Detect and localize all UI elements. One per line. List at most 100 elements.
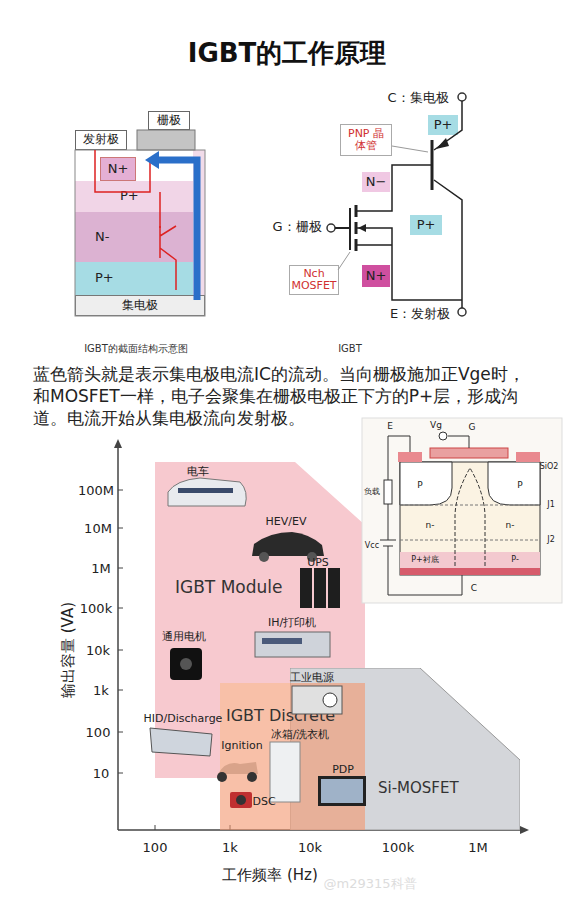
region-name: P+衬底 — [411, 556, 439, 564]
region-name: P — [517, 481, 522, 490]
junction-name: J2 — [547, 536, 554, 544]
terminal-name: G — [469, 423, 476, 432]
layer-tag: N− — [362, 172, 390, 192]
region-label: IGBT Module — [175, 578, 282, 597]
box-text: N− — [366, 175, 387, 189]
watermark: @m29315科普 — [323, 877, 416, 890]
layer-tag: P+ — [410, 215, 442, 235]
title: IGBT的工作原理 — [0, 36, 574, 71]
leader-line — [338, 252, 350, 270]
terminal-name: E：发射极 — [390, 307, 450, 320]
doped-region: P+ — [75, 181, 193, 212]
power-supply-icon — [292, 686, 342, 714]
ups-icon — [300, 568, 312, 608]
junction-line — [159, 192, 161, 228]
arrow-head — [358, 224, 366, 232]
arrow-head — [436, 138, 449, 149]
axis-tick: 10k — [86, 644, 110, 657]
figure-caption: IGBT — [338, 344, 362, 354]
axis-title: 输出容量 (VA) — [61, 602, 76, 698]
region-label: Si-MOSFET — [378, 780, 459, 797]
application-name: IH/打印机 — [268, 617, 316, 628]
gate-plate — [137, 130, 195, 150]
region-shape — [290, 668, 520, 830]
printer-icon — [255, 632, 330, 657]
axis-tick: 100 — [143, 841, 168, 854]
axis-title: 工作频率 (Hz) — [222, 868, 318, 883]
box-text: P+ — [434, 118, 453, 132]
battery-symbol — [380, 504, 462, 595]
terminal-box: 栅极 — [148, 111, 190, 130]
terminal-box: 发射极 — [75, 130, 127, 150]
wire — [448, 436, 469, 448]
motor-icon — [170, 648, 202, 680]
region-name: P- — [511, 556, 519, 564]
arrow-head — [145, 151, 159, 169]
box-text: 发射极 — [83, 133, 119, 146]
application-name: Ignition — [221, 740, 262, 751]
application-name: UPS — [307, 557, 329, 568]
callout-box: PNP 晶体管 — [340, 124, 392, 156]
terminal-name: C — [471, 584, 477, 593]
application-name: HID/Discharge — [144, 713, 223, 724]
axis-tick: 1M — [91, 562, 111, 575]
current-path — [470, 468, 485, 566]
callout-box: Nch MOSFET — [289, 265, 339, 295]
axis-tick: 1k — [222, 841, 238, 854]
y-ticks — [118, 490, 123, 773]
application-name: 工业电源 — [290, 672, 334, 683]
axis-tick: 100k — [80, 602, 112, 615]
gate-electrode — [430, 448, 508, 458]
box-text: Nch MOSFET — [291, 268, 336, 292]
p-well — [400, 462, 452, 505]
motor-icon — [180, 658, 192, 670]
camera-icon — [230, 792, 252, 808]
box-text: N+ — [366, 269, 387, 283]
axis-tick: 100k — [382, 841, 414, 854]
collector-metal — [400, 568, 540, 575]
application-name: PDP — [332, 764, 354, 775]
terminal — [458, 308, 466, 316]
box-text: P+ — [417, 218, 436, 232]
substrate-layer — [400, 552, 540, 568]
part-name: SiO2 — [540, 463, 559, 471]
printer-icon — [262, 638, 302, 644]
train-icon — [178, 488, 233, 493]
signal-name: Vg — [430, 421, 442, 430]
box-text: N+ — [108, 162, 129, 176]
application-name: HEV/EV — [266, 516, 307, 527]
application-name: 通用电机 — [162, 631, 206, 642]
layer-tag: N+ — [362, 265, 390, 287]
box-text: 集电极 — [122, 299, 158, 312]
doped-region: N+ — [100, 157, 136, 181]
part-name: Vcc — [365, 542, 379, 550]
terminal-name: E — [387, 422, 393, 431]
ups-icon — [328, 568, 340, 608]
emitter-metal — [398, 452, 422, 462]
terminal-name: C：集电极 — [387, 91, 448, 104]
region-name: n- — [426, 521, 435, 530]
region-shape — [220, 683, 365, 830]
box-text: 栅极 — [157, 114, 181, 127]
car-icon — [259, 552, 269, 562]
junction-name: J1 — [547, 501, 554, 509]
terminal — [458, 93, 466, 101]
power-supply-icon — [323, 693, 337, 707]
box-text: PNP 晶体管 — [343, 128, 389, 152]
application-name: 电车 — [187, 466, 209, 477]
tv-icon — [321, 779, 363, 803]
terminal-name: G：栅极 — [272, 220, 321, 233]
layer-tag: P+ — [428, 115, 458, 135]
axis-tick: 10k — [298, 841, 322, 854]
terminal — [327, 224, 335, 232]
axis-tick: 1M — [468, 841, 488, 854]
leader-line — [392, 146, 428, 152]
axis-arrow — [520, 826, 529, 834]
part-name: 负载 — [364, 488, 380, 496]
mosfet-gate — [335, 208, 350, 250]
axis-tick: 100M — [78, 484, 114, 497]
resistor-symbol — [384, 480, 392, 504]
section-frame — [75, 150, 205, 316]
axis-arrow — [114, 439, 122, 448]
